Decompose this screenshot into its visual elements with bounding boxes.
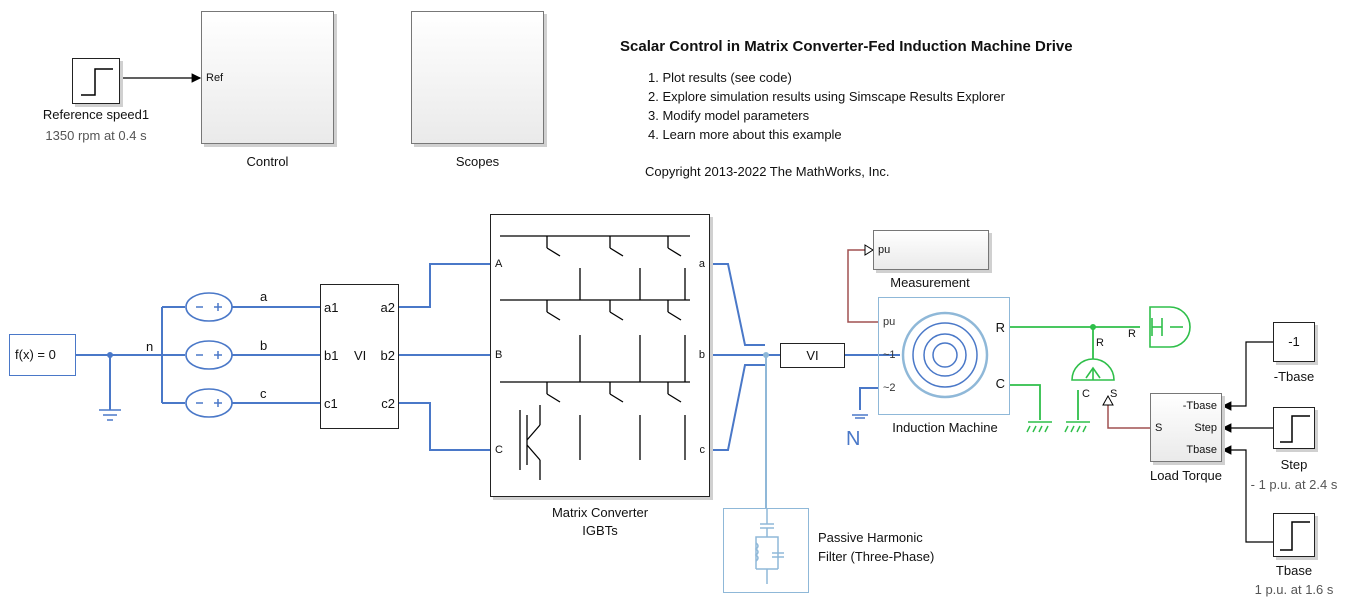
- measurement-pu-port: pu: [878, 244, 891, 256]
- sensor-port-R: R: [1128, 328, 1136, 340]
- neutral-label: n: [146, 339, 154, 354]
- reference-speed-label: Reference speed1: [42, 107, 150, 122]
- reference-speed-block[interactable]: [72, 58, 120, 104]
- neg-tbase-constant[interactable]: -1: [1273, 322, 1315, 362]
- phase-c-label: c: [260, 386, 267, 401]
- filter-label-1: Passive Harmonic: [818, 530, 923, 545]
- converter-output-wiring[interactable]: [710, 263, 900, 451]
- im-pu-port: pu: [883, 316, 896, 328]
- vi-goto-block[interactable]: VI: [780, 343, 845, 368]
- measurement-signal-line[interactable]: [847, 249, 878, 323]
- step-modify-parameters[interactable]: 3. Modify model parameters: [648, 108, 810, 123]
- port-A: A: [495, 258, 503, 270]
- step-icon: [81, 68, 113, 96]
- matrix-converter-label-2: IGBTs: [582, 523, 618, 538]
- port-c1: c1: [324, 396, 338, 411]
- torque-source-port-C: C: [1082, 388, 1090, 400]
- im-port-R: R: [995, 320, 1005, 335]
- im-port-C: C: [995, 376, 1005, 391]
- torque-source-icon: [1071, 358, 1115, 381]
- induction-machine-block[interactable]: pu ~1 ~2 R C: [878, 297, 1010, 415]
- voltage-source-icon: [185, 292, 233, 418]
- junction-dot: [107, 352, 113, 358]
- im-port-2: ~2: [883, 382, 896, 394]
- induction-machine-icon: [901, 311, 989, 399]
- electrical-ground-icon: [99, 409, 121, 421]
- tbase-label: Tbase: [1275, 563, 1313, 578]
- junction-dot: [763, 352, 769, 358]
- neg-tbase-value: -1: [1288, 334, 1300, 349]
- load-torque-tbase-port: Tbase: [1186, 444, 1217, 456]
- im-port-1: ~1: [883, 349, 896, 361]
- vi-goto-text: VI: [806, 348, 819, 363]
- filter-icon: [754, 509, 784, 584]
- port-c: c: [699, 444, 706, 456]
- step-explore-results[interactable]: 2. Explore simulation results using Sims…: [648, 89, 1005, 104]
- step-block[interactable]: [1273, 407, 1315, 449]
- tbase-note: 1 p.u. at 1.6 s: [1254, 582, 1334, 597]
- load-torque-step-port: Step: [1194, 422, 1217, 434]
- tbase-block[interactable]: [1273, 513, 1315, 557]
- solver-text: f(x) = 0: [15, 347, 56, 362]
- port-a1: a1: [324, 300, 339, 315]
- step-note: - 1 p.u. at 2.4 s: [1250, 477, 1338, 492]
- control-label: Control: [246, 154, 289, 169]
- step-plot-results[interactable]: 1. Plot results (see code): [648, 70, 792, 85]
- load-torque-label: Load Torque: [1149, 468, 1223, 483]
- control-ref-port: Ref: [206, 72, 224, 84]
- measurement-subsystem[interactable]: pu: [873, 230, 989, 270]
- load-torque-S-port: S: [1155, 422, 1163, 434]
- port-b1: b1: [324, 348, 339, 363]
- control-subsystem[interactable]: Ref: [201, 11, 334, 144]
- mechanical-wiring[interactable]: [1010, 326, 1140, 420]
- step-label: Step: [1280, 457, 1308, 472]
- vi-measurement-block[interactable]: a1 b1 c1 VI a2 b2 c2: [320, 284, 399, 429]
- load-torque-neg-tbase-port: -Tbase: [1182, 400, 1217, 412]
- port-B: B: [495, 349, 503, 361]
- measurement-label: Measurement: [890, 275, 970, 290]
- scopes-subsystem[interactable]: [411, 11, 544, 144]
- phase-a-label: a: [260, 289, 268, 304]
- port-b2: b2: [380, 348, 395, 363]
- model-title: Scalar Control in Matrix Converter-Fed I…: [620, 38, 1073, 55]
- filter-label-2: Filter (Three-Phase): [818, 549, 935, 564]
- motion-sensor-icon: [1149, 306, 1191, 348]
- torque-source-port-R: R: [1096, 337, 1104, 349]
- torque-signal-line[interactable]: [1107, 405, 1150, 429]
- matrix-converter-label-1: Matrix Converter: [551, 505, 649, 520]
- neutral-ground-icon: [852, 414, 868, 419]
- port-c2: c2: [381, 396, 395, 411]
- vi-center-label: VI: [354, 348, 367, 363]
- step-icon: [1280, 415, 1310, 443]
- junction-dot: [1090, 324, 1096, 330]
- induction-machine-label: Induction Machine: [892, 420, 998, 435]
- port-a2: a2: [380, 300, 395, 315]
- matrix-converter-switches: [500, 235, 690, 480]
- matrix-converter-block[interactable]: A B C a b c: [490, 214, 710, 497]
- phase-b-label: b: [260, 338, 268, 353]
- copyright-text: Copyright 2013-2022 The MathWorks, Inc.: [645, 164, 890, 179]
- reference-speed-note: 1350 rpm at 0.4 s: [45, 128, 147, 143]
- ground-n-label: N: [846, 428, 861, 450]
- load-torque-signal-lines[interactable]: [1221, 341, 1273, 543]
- step-icon: [1280, 521, 1310, 551]
- torque-source-port-S: S: [1110, 388, 1118, 400]
- port-b: b: [698, 349, 705, 361]
- neutral-wiring[interactable]: [76, 263, 490, 451]
- step-learn-more[interactable]: 4. Learn more about this example: [648, 127, 842, 142]
- port-C: C: [495, 444, 503, 456]
- harmonic-filter-block[interactable]: [723, 508, 809, 593]
- neg-tbase-label: -Tbase: [1273, 369, 1315, 384]
- load-torque-block[interactable]: S -Tbase Step Tbase: [1150, 393, 1222, 462]
- port-a: a: [698, 258, 705, 270]
- scopes-label: Scopes: [455, 154, 500, 169]
- solver-configuration-block[interactable]: f(x) = 0: [9, 334, 76, 376]
